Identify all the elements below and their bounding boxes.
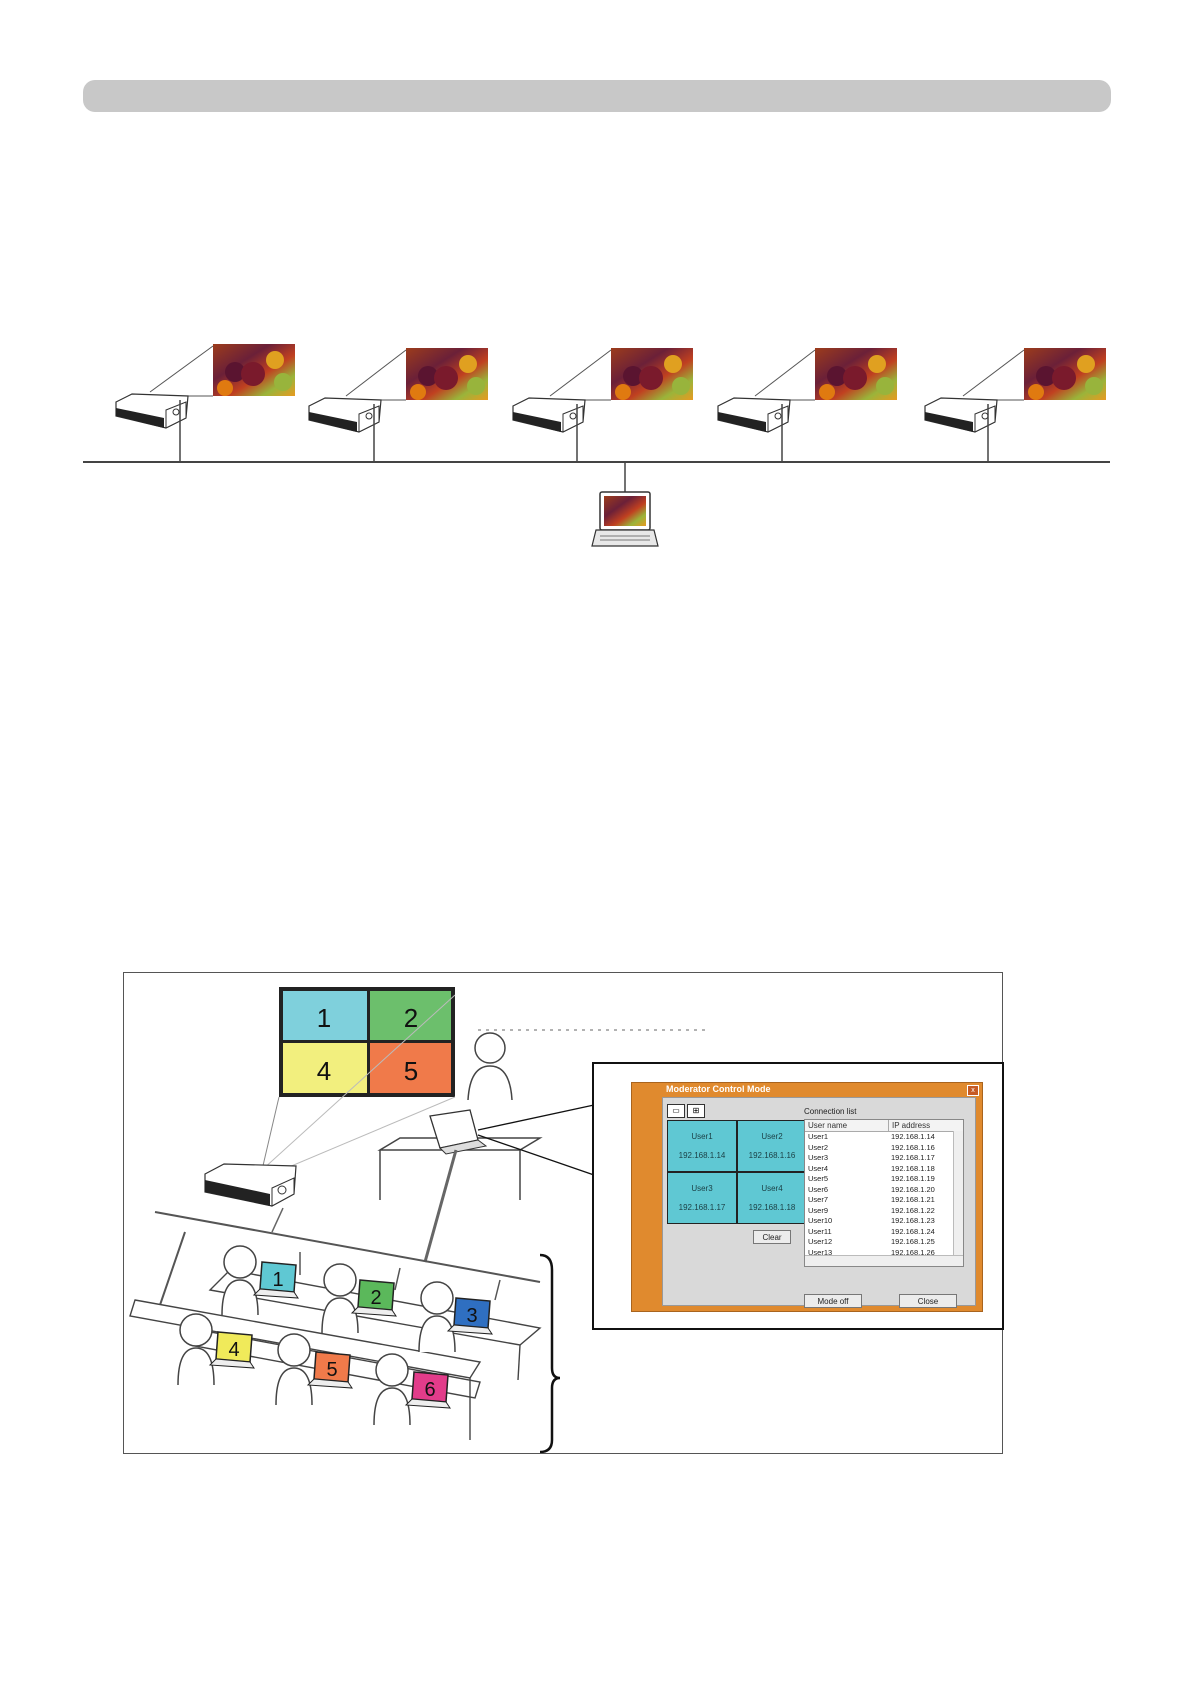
classroom-projector xyxy=(204,1163,297,1207)
ip-address-cell: 192.168.1.14 xyxy=(891,1132,935,1141)
ip-address-cell: 192.168.1.19 xyxy=(891,1174,935,1183)
user-name-cell: User6 xyxy=(808,1184,829,1194)
dialog-title: Moderator Control Mode xyxy=(666,1084,771,1094)
projector-unit-3 xyxy=(512,348,693,462)
student-laptop-label: 1 xyxy=(272,1269,283,1291)
student-laptop-6: 6 xyxy=(404,1371,451,1409)
clear-button[interactable]: Clear xyxy=(753,1230,791,1244)
ip-address-cell: 192.168.1.16 xyxy=(891,1142,935,1152)
moderator-control-dialog: Moderator Control Mode x ▭ ⊞ User1 192.1… xyxy=(631,1082,983,1312)
grid-cell[interactable]: User3 192.168.1.17 xyxy=(668,1173,736,1223)
user-name-cell: User3 xyxy=(808,1153,829,1162)
screen-layout-grid: User1 192.168.1.14 User2 192.168.1.16 Us… xyxy=(667,1120,807,1224)
group-brace xyxy=(539,1253,561,1454)
table-row[interactable]: User9 192.168.1.22 xyxy=(805,1206,963,1217)
column-header-user-name[interactable]: User name xyxy=(805,1120,889,1131)
table-row[interactable]: User10 192.168.1.23 xyxy=(805,1216,963,1227)
section-header-bar xyxy=(83,80,1111,112)
user-name-cell: User12 xyxy=(808,1237,833,1246)
column-header-ip-address[interactable]: IP address xyxy=(892,1121,931,1130)
grid-cell[interactable]: User1 192.168.1.14 xyxy=(668,1121,736,1171)
table-row[interactable]: User13 192.168.1.26 xyxy=(805,1248,963,1259)
user-name-cell: User1 xyxy=(808,1132,829,1141)
grid-cell-ip: 192.168.1.18 xyxy=(748,1203,796,1212)
projector-unit-4 xyxy=(717,348,897,462)
dialog-body: ▭ ⊞ User1 192.168.1.14 User2 192.168.1.1… xyxy=(662,1097,976,1308)
ip-address-cell: 192.168.1.21 xyxy=(891,1195,935,1204)
dialog-close-icon[interactable]: x xyxy=(967,1085,979,1096)
student-laptop-1: 1 xyxy=(252,1261,299,1299)
screen-cell-2-label: 2 xyxy=(404,1003,418,1033)
student-laptop-label: 2 xyxy=(370,1287,381,1309)
ip-address-cell: 192.168.1.23 xyxy=(891,1216,935,1225)
grid-cell-ip: 192.168.1.17 xyxy=(678,1203,726,1212)
table-row[interactable]: User4 192.168.1.18 xyxy=(805,1164,963,1175)
student-laptop-3: 3 xyxy=(446,1297,493,1335)
grid-cell-ip: 192.168.1.16 xyxy=(748,1151,796,1160)
user-name-cell: User7 xyxy=(808,1195,829,1204)
table-row[interactable]: User7 192.168.1.21 xyxy=(805,1195,963,1206)
user-name-cell: User9 xyxy=(808,1205,829,1215)
user-name-cell: User11 xyxy=(808,1226,832,1236)
ip-address-cell: 192.168.1.25 xyxy=(891,1237,935,1246)
table-row[interactable]: User5 192.168.1.19 xyxy=(805,1174,963,1185)
student-laptop-label: 3 xyxy=(466,1305,477,1327)
table-row[interactable]: User6 192.168.1.20 xyxy=(805,1185,963,1196)
user-name-cell: User5 xyxy=(808,1174,829,1183)
ip-address-cell: 192.168.1.26 xyxy=(891,1247,935,1257)
vertical-scrollbar[interactable] xyxy=(953,1131,963,1256)
grid-cell-user: User1 xyxy=(691,1132,713,1141)
teacher-laptop xyxy=(429,1109,488,1155)
table-row[interactable]: User3 192.168.1.17 xyxy=(805,1153,963,1164)
monitor-icon[interactable]: ▭ xyxy=(667,1104,685,1118)
student-laptop-label: 6 xyxy=(424,1379,435,1401)
table-row[interactable]: User11 192.168.1.24 xyxy=(805,1227,963,1238)
classroom-diagram: 1 2 4 5 xyxy=(129,987,705,1454)
projector-unit-1 xyxy=(115,344,295,462)
student-laptop-label: 4 xyxy=(228,1339,239,1361)
ip-address-cell: 192.168.1.22 xyxy=(891,1205,935,1215)
ip-address-cell: 192.168.1.20 xyxy=(891,1184,935,1194)
table-row[interactable]: User2 192.168.1.16 xyxy=(805,1143,963,1154)
mode-off-button[interactable]: Mode off xyxy=(804,1294,862,1308)
table-row[interactable]: User12 192.168.1.25 xyxy=(805,1237,963,1248)
laptop-source xyxy=(591,462,659,547)
split-screen-icon[interactable]: ⊞ xyxy=(687,1104,705,1118)
screen-cell-5-label: 5 xyxy=(404,1056,418,1086)
grid-cell[interactable]: User2 192.168.1.16 xyxy=(738,1121,806,1171)
student-laptop-label: 5 xyxy=(326,1359,337,1381)
projected-screen: 1 2 4 5 xyxy=(279,987,455,1097)
user-name-cell: User13 xyxy=(808,1247,833,1257)
projector-unit-2 xyxy=(308,348,488,462)
user-name-cell: User2 xyxy=(808,1142,829,1152)
ip-address-cell: 192.168.1.18 xyxy=(891,1163,935,1173)
table-row[interactable]: User1 192.168.1.14 xyxy=(805,1132,963,1143)
student-laptop-2: 2 xyxy=(350,1279,397,1317)
student-laptop-5: 5 xyxy=(306,1351,353,1389)
students xyxy=(177,1245,456,1426)
grid-cell-user: User2 xyxy=(761,1132,783,1141)
student-laptop-4: 4 xyxy=(208,1331,255,1369)
grid-cell[interactable]: User4 192.168.1.18 xyxy=(738,1173,806,1223)
ip-address-cell: 192.168.1.24 xyxy=(891,1226,935,1236)
user-name-cell: User4 xyxy=(808,1163,829,1173)
ip-address-cell: 192.168.1.17 xyxy=(891,1153,935,1162)
projector-unit-5 xyxy=(924,348,1106,462)
grid-cell-ip: 192.168.1.14 xyxy=(678,1151,726,1160)
grid-cell-user: User3 xyxy=(691,1184,713,1193)
user-name-cell: User10 xyxy=(808,1216,833,1225)
screen-cell-1-label: 1 xyxy=(317,1003,331,1033)
close-button[interactable]: Close xyxy=(899,1294,957,1308)
grid-cell-user: User4 xyxy=(761,1184,783,1193)
connection-list-label: Connection list xyxy=(804,1107,857,1116)
screen-cell-4-label: 4 xyxy=(317,1056,331,1086)
horizontal-scrollbar[interactable] xyxy=(805,1255,963,1266)
student-laptops: 1 2 3 4 5 6 xyxy=(208,1261,493,1409)
connection-list-header: User name IP address xyxy=(805,1120,963,1132)
